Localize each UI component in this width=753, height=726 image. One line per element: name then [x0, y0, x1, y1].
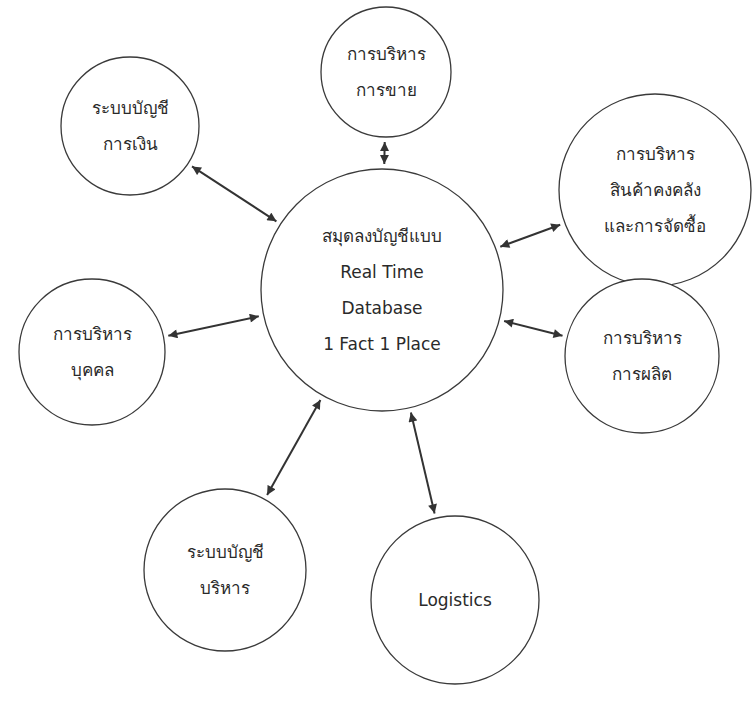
circle-shape [19, 279, 165, 425]
text-line: บริหาร [187, 570, 264, 606]
node-label: Logistics [418, 582, 492, 618]
double-arrow [267, 400, 320, 495]
circle-shape [61, 57, 199, 195]
circle-shape [261, 169, 503, 411]
text-line: สินค้าคงคลัง [604, 172, 706, 208]
text-line: Database [322, 290, 442, 326]
text-line: ระบบบัญชี [187, 534, 264, 570]
double-arrow [383, 142, 385, 164]
circle-outline [18, 278, 166, 426]
node-label: การบริหาร สินค้าคงคลัง และการจัดซื้อ [604, 136, 706, 244]
text-line: การเงิน [92, 126, 169, 162]
text-line: Real Time [322, 254, 442, 290]
text-line: Logistics [418, 582, 492, 618]
module-circle: การบริหาร บุคคล [18, 278, 166, 426]
text-line: การบริหาร [347, 36, 426, 72]
node-label: ระบบบัญชี บริหาร [187, 534, 264, 606]
circle-shape [371, 516, 539, 684]
module-circle: Logistics [370, 515, 540, 685]
module-circle: การบริหาร การขาย [320, 6, 452, 138]
circle-shape [321, 7, 451, 137]
text-line: ระบบบัญชี [92, 90, 169, 126]
double-arrow [500, 225, 560, 247]
text-line: การผลิต [603, 356, 682, 392]
text-line: การบริหาร [604, 136, 706, 172]
module-circle: การบริหาร สินค้าคงคลัง และการจัดซื้อ [558, 93, 752, 287]
circle-shape [565, 279, 719, 433]
module-circle: ระบบบัญชี การเงิน [60, 56, 200, 196]
text-line: และการจัดซื้อ [604, 208, 706, 244]
circle-shape [559, 94, 751, 286]
circle-outline [320, 6, 452, 138]
module-circle: สมุดลงบัญชีแบบ Real Time Database 1 Fact… [260, 168, 504, 412]
node-label: การบริหาร การผลิต [603, 320, 682, 392]
text-line: สมุดลงบัญชีแบบ [322, 218, 442, 254]
double-arrow [504, 321, 562, 336]
double-arrow [192, 166, 276, 221]
circle-outline [60, 56, 200, 196]
circle-shape [144, 489, 306, 651]
circle-outline [143, 488, 307, 652]
node-label: การบริหาร บุคคล [53, 316, 132, 388]
node-label: ระบบบัญชี การเงิน [92, 90, 169, 162]
node-label: การบริหาร การขาย [347, 36, 426, 108]
module-circle: การบริหาร การผลิต [564, 278, 720, 434]
text-line: การบริหาร [53, 316, 132, 352]
double-arrow [168, 316, 258, 335]
text-line: บุคคล [53, 352, 132, 388]
text-line: การขาย [347, 72, 426, 108]
double-arrow [411, 413, 435, 514]
node-label: สมุดลงบัญชีแบบ Real Time Database 1 Fact… [322, 218, 442, 362]
circle-outline [564, 278, 720, 434]
module-circle: ระบบบัญชี บริหาร [143, 488, 307, 652]
text-line: 1 Fact 1 Place [322, 326, 442, 362]
text-line: การบริหาร [603, 320, 682, 356]
circle-outline [260, 168, 504, 412]
